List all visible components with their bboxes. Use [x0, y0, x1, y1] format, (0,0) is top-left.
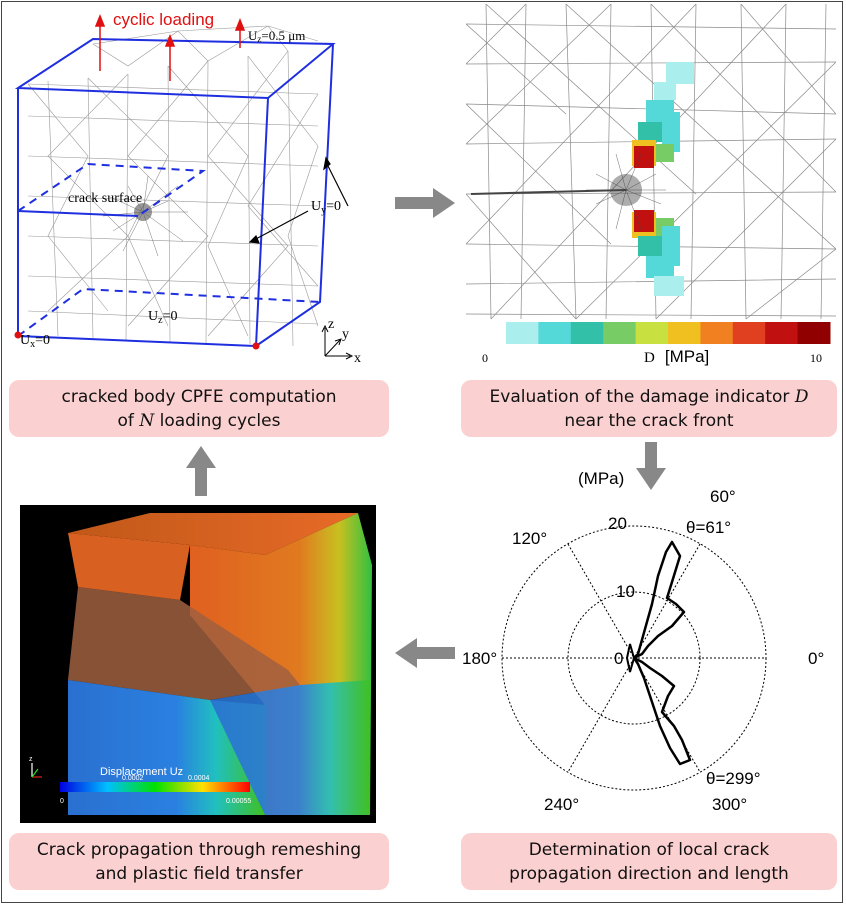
- colorbar-max: 10: [810, 351, 822, 365]
- top-face: [68, 513, 358, 555]
- unit-label: (MPa): [578, 469, 624, 488]
- displacement-colorbar: [60, 782, 250, 792]
- ux-label: Ux=0: [20, 333, 50, 350]
- cyclic-loading-label: cyclic loading: [113, 10, 214, 29]
- r-tick-20: 20: [608, 514, 627, 533]
- colorbar-title: Displacement Uz: [100, 766, 183, 778]
- cracked-body-mesh-panel: cyclic loading Uz=0.5 μm crack surface U…: [14, 10, 361, 366]
- lower-block: [68, 680, 265, 815]
- orientation-axes-icon: [31, 763, 42, 778]
- colorbar-segment: [570, 322, 604, 344]
- colorbar-segment: [732, 322, 766, 344]
- crack-plane: [68, 587, 300, 700]
- crack-front-refined-mesh: [102, 175, 188, 257]
- colorbar-segment: [797, 322, 831, 344]
- fixed-point-marker: [14, 331, 22, 339]
- arrow-right: [395, 188, 455, 218]
- damage-polar-curve: [632, 540, 692, 766]
- r-tick-10: 10: [616, 582, 635, 601]
- arrow-up: [186, 446, 216, 496]
- crack-surface-label: crack surface: [68, 191, 142, 206]
- colorbar-segment: [603, 322, 637, 344]
- fixed-point-marker: [252, 342, 260, 350]
- colorbar-label: D[MPa]: [644, 347, 709, 366]
- mesh-lines: [27, 25, 319, 347]
- colorbar-segment: [635, 322, 669, 344]
- polar-outer-circle: [501, 525, 767, 791]
- lower-right: [210, 680, 370, 815]
- damage-colorbar: [506, 322, 831, 344]
- arrow-left: [395, 638, 455, 668]
- axis-x-label: x: [354, 351, 361, 366]
- angle-60: 60°: [710, 487, 736, 506]
- uz-bottom-label: Uz=0: [148, 309, 177, 326]
- dashed-edges: [17, 162, 321, 337]
- colorbar-tick-0.0004: 0.0004: [188, 775, 210, 782]
- uy-label: Uy=0: [311, 199, 341, 216]
- axis-y-label: y: [342, 327, 349, 342]
- displacement-render-panel: Displacement Uz 0 0.0002 0.0004 0.00055 …: [20, 505, 376, 823]
- crack-line: [470, 189, 627, 195]
- theta-bottom-label: θ=299°: [706, 769, 761, 788]
- angle-300: 300°: [712, 795, 747, 814]
- uz-top-label: Uz=0.5 μm: [248, 28, 305, 44]
- axes-icon-z: z: [29, 756, 33, 763]
- upper-front-face: [68, 533, 190, 600]
- damage-map-panel: 0 D[MPa] 10: [466, 4, 836, 366]
- polar-plot-panel: (MPa) 20 10 0 0° 60° 120° 180° 240° 300°…: [462, 469, 824, 814]
- colorbar-segment: [765, 322, 799, 344]
- r-tick-0: 0: [614, 649, 623, 668]
- uy-arrows: [248, 156, 349, 244]
- theta-top-label: θ=61°: [686, 518, 731, 537]
- loading-arrows: [94, 13, 246, 81]
- damage-polar-left-tail: [625, 643, 636, 673]
- box-edges: [14, 37, 336, 348]
- axis-triad-icon: [321, 324, 354, 360]
- angle-0: 0°: [808, 649, 824, 668]
- colorbar-min: 0: [482, 351, 488, 365]
- axis-z-label: z: [328, 317, 334, 332]
- colorbar-segment: [700, 322, 734, 344]
- colorbar-segment: [538, 322, 572, 344]
- colorbar-tick-0.0002: 0.0002: [122, 775, 144, 782]
- angle-180: 180°: [462, 649, 497, 668]
- angle-240: 240°: [544, 795, 579, 814]
- colorbar-segment: [506, 322, 539, 344]
- angle-120: 120°: [512, 529, 547, 548]
- colorbar-tick-max: 0.00055: [226, 798, 251, 805]
- arrow-down: [636, 442, 666, 490]
- colorbar-tick-0: 0: [60, 798, 64, 805]
- colorbar-segment: [668, 322, 701, 344]
- damage-cells: [632, 62, 694, 296]
